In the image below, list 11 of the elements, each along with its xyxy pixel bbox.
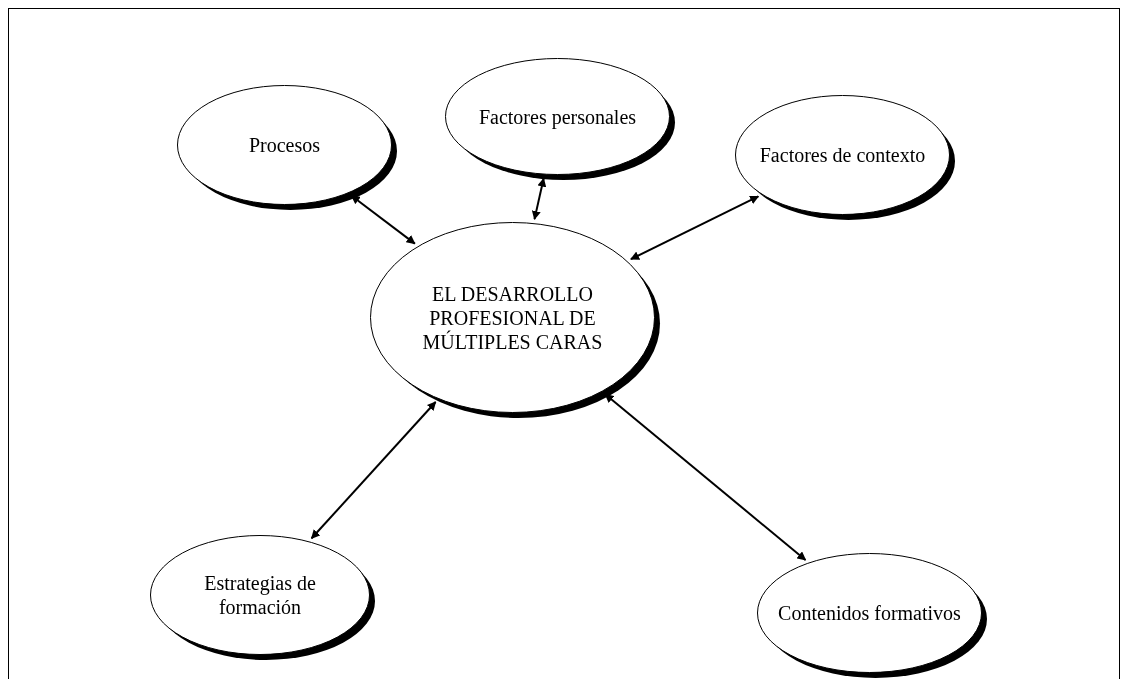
node-label: EL DESARROLLO PROFESIONAL DE MÚLTIPLES CARAS bbox=[421, 281, 604, 354]
double-arrow bbox=[350, 194, 416, 245]
double-arrow bbox=[531, 177, 547, 221]
double-arrow bbox=[310, 401, 437, 540]
node-label: Factores de contexto bbox=[759, 143, 926, 167]
double-arrow bbox=[604, 393, 807, 561]
node-label: Procesos bbox=[248, 133, 321, 157]
node-label: Contenidos formativos bbox=[778, 601, 961, 625]
node-label: Factores personales bbox=[478, 104, 637, 129]
double-arrow bbox=[629, 195, 760, 261]
node-label: Estrategias de formación bbox=[203, 571, 317, 619]
